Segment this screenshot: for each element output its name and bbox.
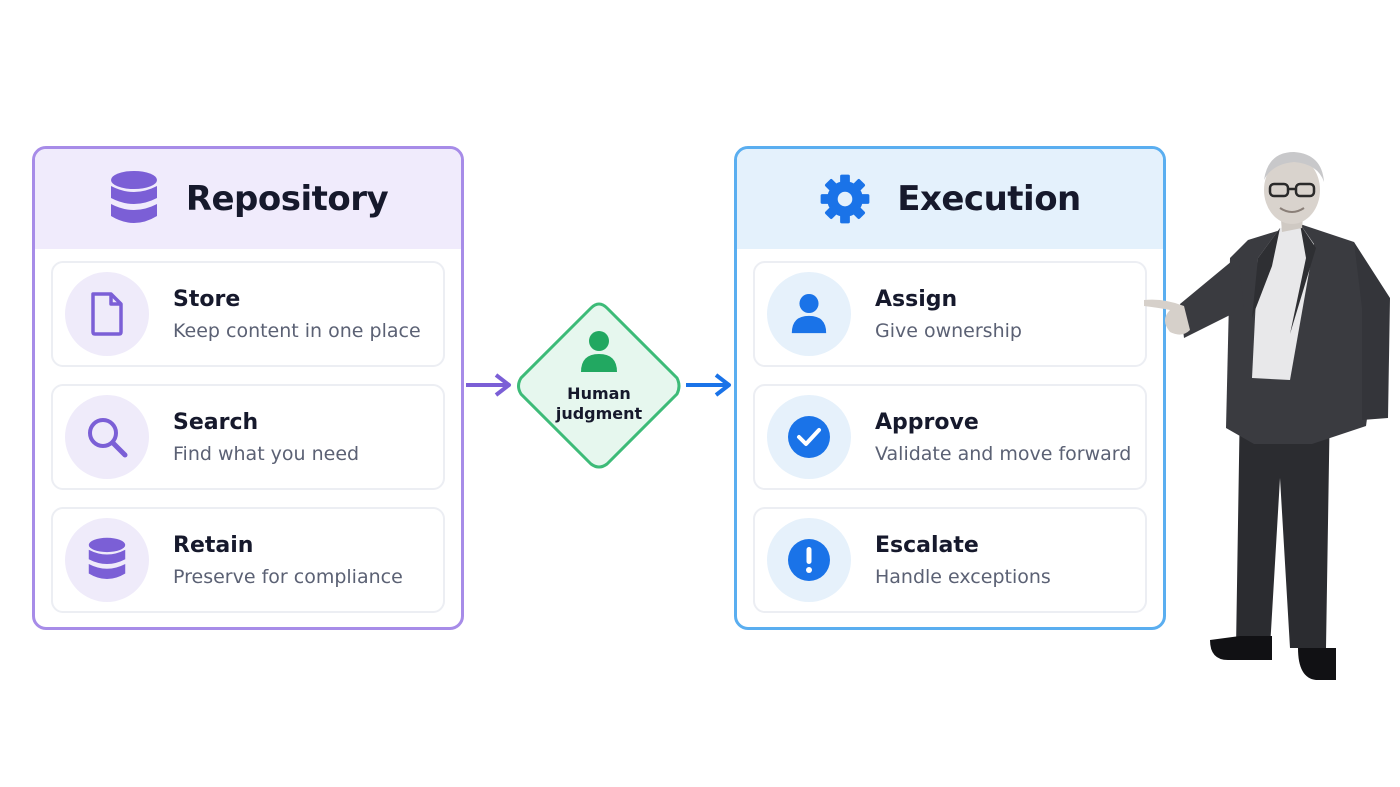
repository-item-store[interactable]: Store Keep content in one place xyxy=(51,261,445,367)
repository-header: Repository xyxy=(35,149,461,249)
presenter-figure xyxy=(1144,152,1390,680)
item-title: Retain xyxy=(173,532,254,558)
item-description: Keep content in one place xyxy=(173,319,421,342)
person-icon xyxy=(580,330,618,378)
exclamation-circle-icon xyxy=(767,518,851,602)
item-description: Preserve for compliance xyxy=(173,565,403,588)
person-icon xyxy=(767,272,851,356)
execution-item-approve[interactable]: Approve Validate and move forward xyxy=(753,384,1147,490)
execution-item-escalate[interactable]: Escalate Handle exceptions xyxy=(753,507,1147,613)
flow-arrow-judgment-to-execution xyxy=(686,373,731,397)
execution-title: Execution xyxy=(897,179,1081,219)
repository-item-search[interactable]: Search Find what you need xyxy=(51,384,445,490)
gear-icon xyxy=(819,169,871,229)
human-judgment-line-1: Human xyxy=(567,384,631,403)
document-icon xyxy=(65,272,149,356)
execution-item-assign[interactable]: Assign Give ownership xyxy=(753,261,1147,367)
item-title: Store xyxy=(173,286,241,312)
repository-panel: Repository Store Keep content in one pla… xyxy=(32,146,464,630)
item-title: Approve xyxy=(875,409,979,435)
human-judgment-gate: Human judgment xyxy=(513,300,685,472)
execution-panel: Execution Assign Give ownership xyxy=(734,146,1166,630)
item-description: Give ownership xyxy=(875,319,1022,342)
item-title: Search xyxy=(173,409,259,435)
search-icon xyxy=(65,395,149,479)
repository-title: Repository xyxy=(185,179,389,219)
item-description: Handle exceptions xyxy=(875,565,1051,588)
database-icon xyxy=(108,169,160,229)
flow-arrow-repository-to-judgment xyxy=(466,373,511,397)
check-circle-icon xyxy=(767,395,851,479)
item-title: Escalate xyxy=(875,532,979,558)
item-description: Find what you need xyxy=(173,442,360,465)
item-title: Assign xyxy=(875,286,958,312)
database-icon xyxy=(65,518,149,602)
human-judgment-line-2: judgment xyxy=(555,404,643,423)
item-description: Validate and move forward xyxy=(875,442,1132,465)
execution-header: Execution xyxy=(737,149,1163,249)
human-judgment-label: Human judgment xyxy=(513,384,685,424)
repository-item-retain[interactable]: Retain Preserve for compliance xyxy=(51,507,445,613)
